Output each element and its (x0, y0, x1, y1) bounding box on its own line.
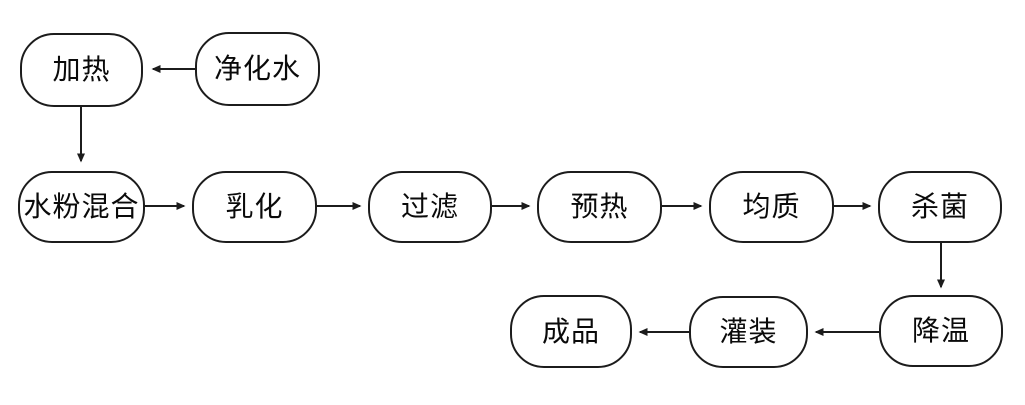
node-heating-label: 加热 (52, 54, 111, 85)
node-preheating: 预热 (537, 171, 662, 243)
node-finished-product-label: 成品 (541, 315, 600, 347)
node-cooling-label: 降温 (911, 315, 970, 346)
node-homogenization: 均质 (709, 171, 834, 243)
node-finished-product: 成品 (510, 295, 632, 368)
node-sterilization: 杀菌 (878, 171, 1002, 243)
node-heating: 加热 (20, 33, 143, 107)
node-sterilization-label: 杀菌 (910, 191, 969, 222)
node-filtration: 过滤 (368, 171, 492, 243)
node-filling: 灌装 (689, 296, 808, 368)
node-homogenization-label: 均质 (742, 191, 801, 222)
node-preheating-label: 预热 (570, 191, 629, 222)
node-emulsification: 乳化 (192, 171, 317, 243)
node-water-powder-mixing: 水粉混合 (18, 171, 145, 243)
node-filtration-label: 过滤 (400, 191, 459, 222)
node-purified-water: 净化水 (195, 32, 320, 106)
node-water-powder-mixing-label: 水粉混合 (23, 191, 140, 222)
node-emulsification-label: 乳化 (225, 191, 284, 222)
node-cooling: 降温 (879, 295, 1003, 367)
node-filling-label: 灌装 (719, 316, 778, 347)
node-purified-water-label: 净化水 (213, 53, 301, 84)
